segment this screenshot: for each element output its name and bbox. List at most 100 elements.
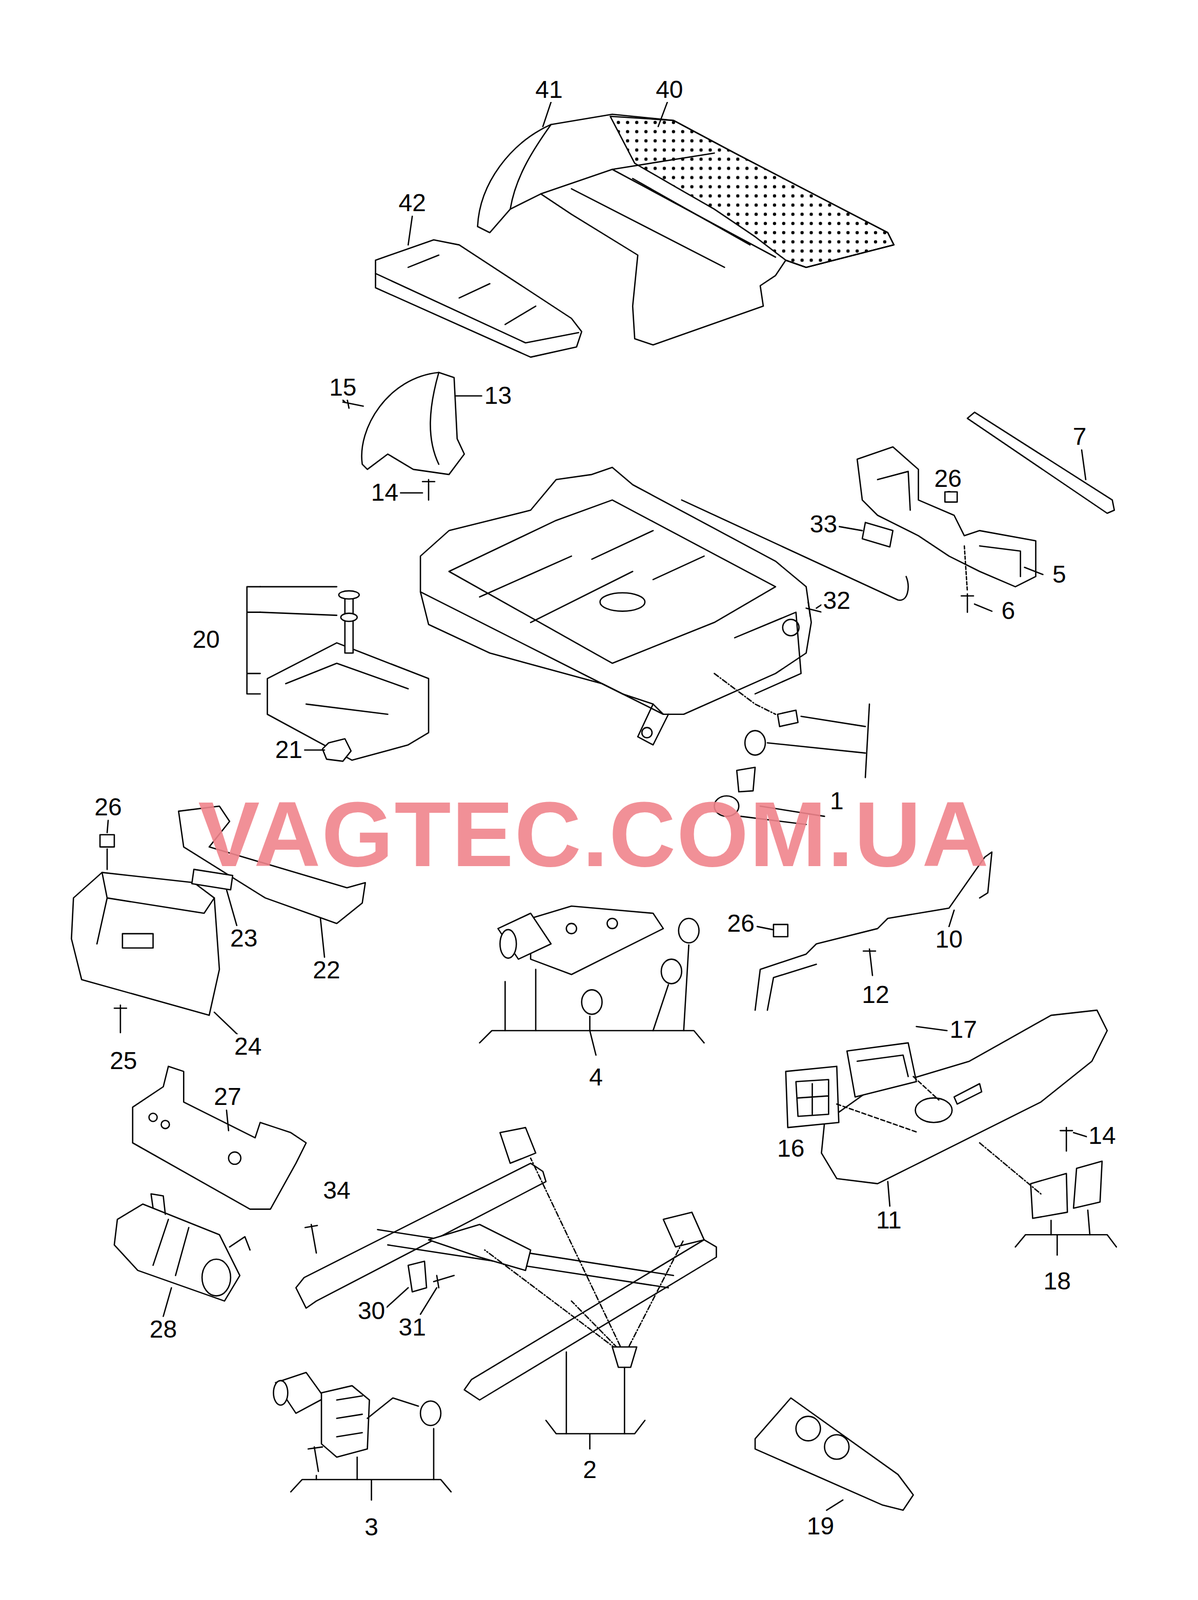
rails-2 bbox=[433, 1275, 455, 1289]
trim-11 bbox=[953, 1084, 982, 1105]
seat-pad bbox=[375, 239, 582, 358]
motor-4 bbox=[661, 959, 682, 985]
callout-number: 12 bbox=[860, 982, 891, 1008]
illustration bbox=[71, 102, 1116, 1511]
bracket-1-parts bbox=[777, 710, 799, 727]
plate-20 bbox=[260, 586, 337, 616]
wire-rod bbox=[806, 602, 823, 617]
wire-rod bbox=[681, 500, 909, 617]
motor-4 bbox=[566, 923, 577, 934]
seat-cover bbox=[510, 124, 552, 210]
seat-frame bbox=[641, 727, 653, 739]
callout-number: 24 bbox=[232, 1034, 263, 1060]
plate-20 bbox=[247, 586, 261, 695]
bracket-5 bbox=[857, 447, 1036, 613]
wire-10 bbox=[773, 924, 788, 938]
motor-4 bbox=[479, 1030, 705, 1056]
motor-4 bbox=[581, 989, 603, 1015]
seat-frame bbox=[599, 593, 645, 612]
rails-2 bbox=[566, 1352, 625, 1434]
trim-11 bbox=[846, 1043, 917, 1098]
rails-2 bbox=[408, 1261, 427, 1293]
wire-10 bbox=[863, 949, 876, 977]
trim-11 bbox=[1030, 1173, 1068, 1220]
watermark: VAGTEC.COM.UA bbox=[197, 788, 990, 881]
seat-pad bbox=[408, 255, 536, 325]
rails-2 bbox=[484, 1158, 684, 1356]
seat-pad bbox=[375, 273, 579, 343]
plate-20 bbox=[247, 586, 429, 762]
callout-number: 22 bbox=[311, 958, 342, 983]
seat-pad bbox=[375, 239, 582, 358]
panel-24 bbox=[122, 933, 154, 949]
motor-3 bbox=[308, 1447, 323, 1472]
trim-11 bbox=[836, 1077, 939, 1134]
callout-number: 21 bbox=[273, 737, 304, 763]
leader-lines bbox=[757, 910, 954, 1031]
trim-11 bbox=[857, 1055, 909, 1078]
side-cover-13 bbox=[342, 372, 465, 501]
seat-frame bbox=[479, 530, 705, 623]
callout-number: 11 bbox=[874, 1208, 904, 1233]
callout-number: 7 bbox=[1071, 424, 1089, 450]
callout-number: 6 bbox=[999, 598, 1017, 624]
grease-tube-19 bbox=[755, 1398, 914, 1511]
bracket-27 bbox=[228, 1152, 241, 1165]
motor-28 bbox=[201, 1259, 231, 1297]
panel-24 bbox=[114, 1005, 127, 1033]
bracket-27 bbox=[132, 1066, 307, 1210]
callout-number: 41 bbox=[533, 77, 564, 103]
trim-11 bbox=[821, 1010, 1107, 1184]
rod-7 bbox=[967, 412, 1115, 514]
rod-7 bbox=[967, 412, 1115, 514]
seat-cover bbox=[612, 153, 715, 170]
motor-28 bbox=[114, 1194, 251, 1302]
panel-24 bbox=[99, 835, 115, 848]
trim-11 bbox=[1015, 1234, 1117, 1256]
seat-frame bbox=[420, 467, 811, 746]
plate-20 bbox=[338, 591, 360, 600]
bracket-5 bbox=[862, 522, 893, 547]
motor-3 bbox=[316, 1429, 434, 1481]
rails-2 bbox=[545, 1420, 645, 1450]
callout-number: 40 bbox=[654, 77, 685, 103]
callout-number: 10 bbox=[933, 927, 965, 952]
callout-number: 28 bbox=[148, 1317, 179, 1343]
callout-number: 34 bbox=[321, 1178, 352, 1204]
trim-11 bbox=[1073, 1161, 1103, 1209]
callout-number: 25 bbox=[108, 1048, 139, 1074]
callout-number: 26 bbox=[92, 795, 124, 820]
callout-number: 14 bbox=[1086, 1123, 1118, 1149]
callout-number: 30 bbox=[356, 1298, 387, 1324]
side-cover-13 bbox=[361, 372, 465, 475]
bracket-1-parts bbox=[865, 704, 870, 778]
rails-2 bbox=[305, 1224, 318, 1254]
side-cover-13 bbox=[430, 372, 439, 465]
panel-24 bbox=[71, 835, 220, 1033]
bracket-1-parts bbox=[714, 673, 776, 715]
plate-20 bbox=[344, 597, 354, 654]
grease-tube-19 bbox=[796, 1416, 821, 1442]
bracket-27 bbox=[161, 1120, 170, 1129]
motor-4 bbox=[678, 918, 700, 944]
callout-number: 42 bbox=[397, 190, 428, 216]
motor-28 bbox=[151, 1194, 251, 1251]
callout-number: 4 bbox=[587, 1065, 605, 1090]
callout-number: 19 bbox=[805, 1514, 836, 1539]
bracket-5 bbox=[961, 594, 974, 613]
leader-lines bbox=[226, 1110, 1087, 1207]
seat-cover bbox=[632, 178, 750, 245]
side-cover-13 bbox=[422, 479, 435, 501]
trim-11 bbox=[1050, 1210, 1090, 1235]
callout-number: 27 bbox=[212, 1084, 243, 1110]
bracket-1-parts bbox=[744, 731, 766, 756]
wire-10 bbox=[767, 964, 817, 1011]
motor-3 bbox=[290, 1479, 452, 1501]
leader-lines bbox=[107, 102, 1087, 1317]
motor-3 bbox=[273, 1372, 451, 1501]
leader-lines bbox=[163, 1288, 437, 1317]
trim-11 bbox=[785, 1010, 1117, 1256]
callout-number: 32 bbox=[821, 588, 852, 614]
grease-tube-19 bbox=[824, 1434, 849, 1460]
callout-number: 31 bbox=[397, 1315, 428, 1340]
